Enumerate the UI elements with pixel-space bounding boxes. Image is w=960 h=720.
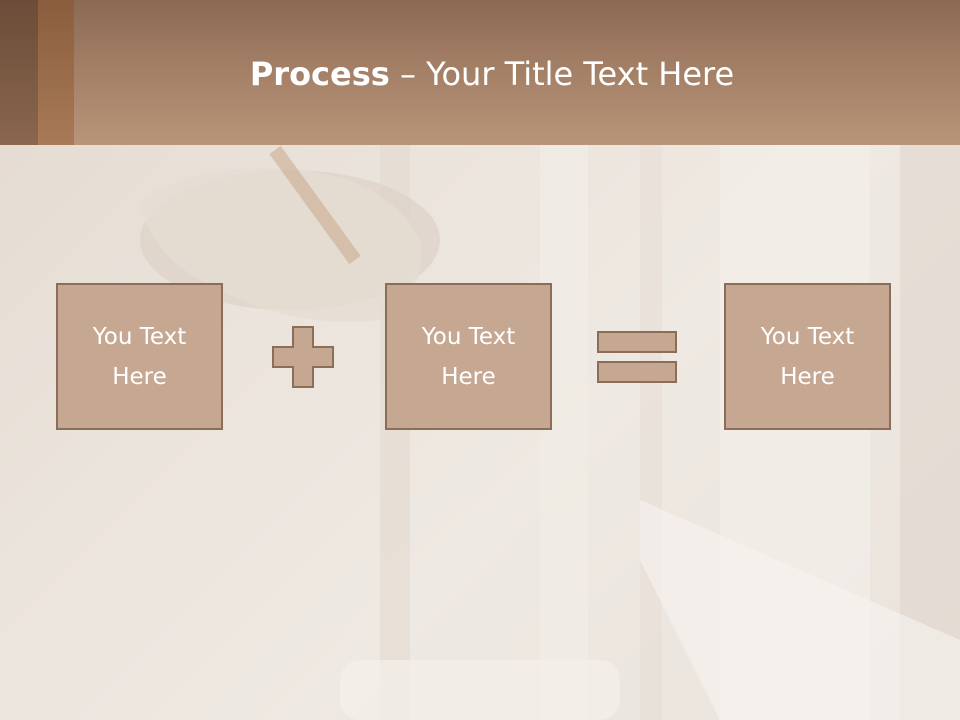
header-accent-mid [38, 0, 74, 145]
header-accent-dark [0, 0, 38, 145]
title-rest: – Your Title Text Here [389, 55, 735, 93]
process-box-2[interactable]: You Text Here [385, 283, 552, 430]
plus-icon [272, 326, 334, 388]
process-box-1[interactable]: You Text Here [56, 283, 223, 430]
process-box-2-text: You Text Here [421, 323, 516, 390]
header-band: Process – Your Title Text Here [0, 0, 960, 145]
process-box-3[interactable]: You Text Here [724, 283, 891, 430]
equals-icon [597, 331, 677, 383]
process-box-3-text: You Text Here [760, 323, 855, 390]
process-box-1-text: You Text Here [92, 323, 187, 390]
slide-title: Process – Your Title Text Here [0, 52, 960, 96]
title-bold: Process [249, 55, 390, 93]
